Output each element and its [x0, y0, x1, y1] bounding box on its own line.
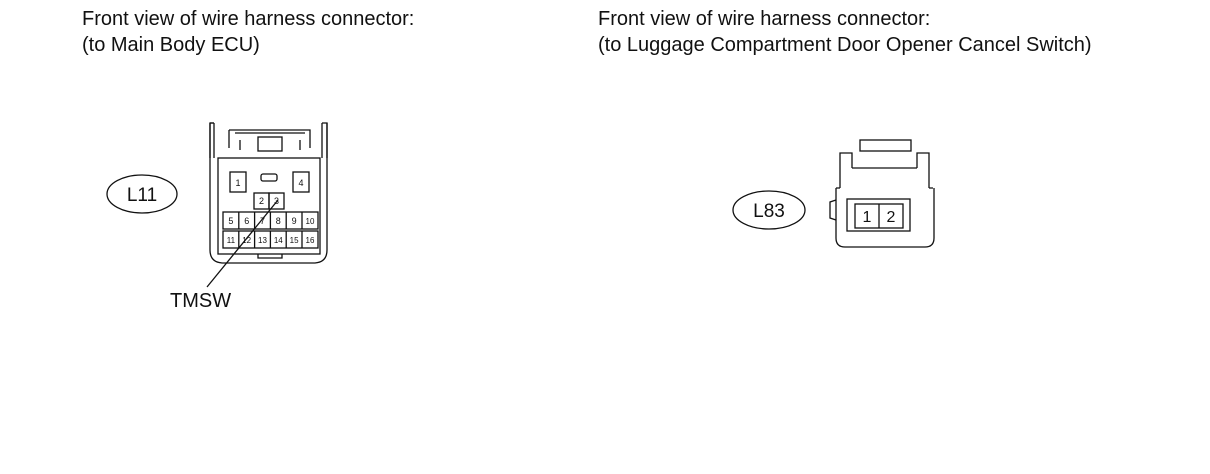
- l11-pin-7: 7: [260, 216, 265, 226]
- l11-pin-2: 2: [259, 196, 264, 206]
- tmsw-label: TMSW: [170, 290, 231, 312]
- l11-pin-1: 1: [235, 178, 240, 188]
- l11-pin-15: 15: [290, 236, 299, 245]
- tmsw-callout-line: [206, 199, 279, 288]
- connector-l83: [829, 139, 935, 248]
- l11-pin-14: 14: [274, 236, 283, 245]
- left-caption: Front view of wire harness connector: (t…: [82, 6, 414, 58]
- left-caption-line1: Front view of wire harness connector:: [82, 8, 415, 30]
- l83-pin-1: 1: [863, 209, 872, 226]
- right-caption-line2: (to Luggage Compartment Door Opener Canc…: [598, 34, 1092, 56]
- l11-pin-6: 6: [244, 216, 249, 226]
- connector-l11: [209, 122, 328, 264]
- l11-pin-13: 13: [258, 236, 267, 245]
- right-caption: Front view of wire harness connector: (t…: [598, 6, 1092, 58]
- l83-id-ellipse: [732, 190, 806, 230]
- l11-pin-3: 3: [274, 196, 279, 206]
- right-caption-line1: Front view of wire harness connector:: [598, 8, 931, 30]
- l11-pin-9: 9: [292, 216, 297, 226]
- l11-pin-16: 16: [306, 236, 315, 245]
- l11-pin-12: 12: [242, 236, 251, 245]
- l11-pin-4: 4: [298, 178, 303, 188]
- l83-pin-2: 2: [887, 209, 896, 226]
- l11-pin-10: 10: [306, 217, 315, 226]
- l83-connector-id: L83: [753, 201, 785, 222]
- l11-pin-11: 11: [227, 236, 236, 245]
- l11-pin-8: 8: [276, 216, 281, 226]
- l11-connector-id: L11: [127, 185, 157, 206]
- l11-id-ellipse: [106, 174, 178, 214]
- l11-pin-5: 5: [228, 216, 233, 226]
- left-caption-line2: (to Main Body ECU): [82, 34, 260, 56]
